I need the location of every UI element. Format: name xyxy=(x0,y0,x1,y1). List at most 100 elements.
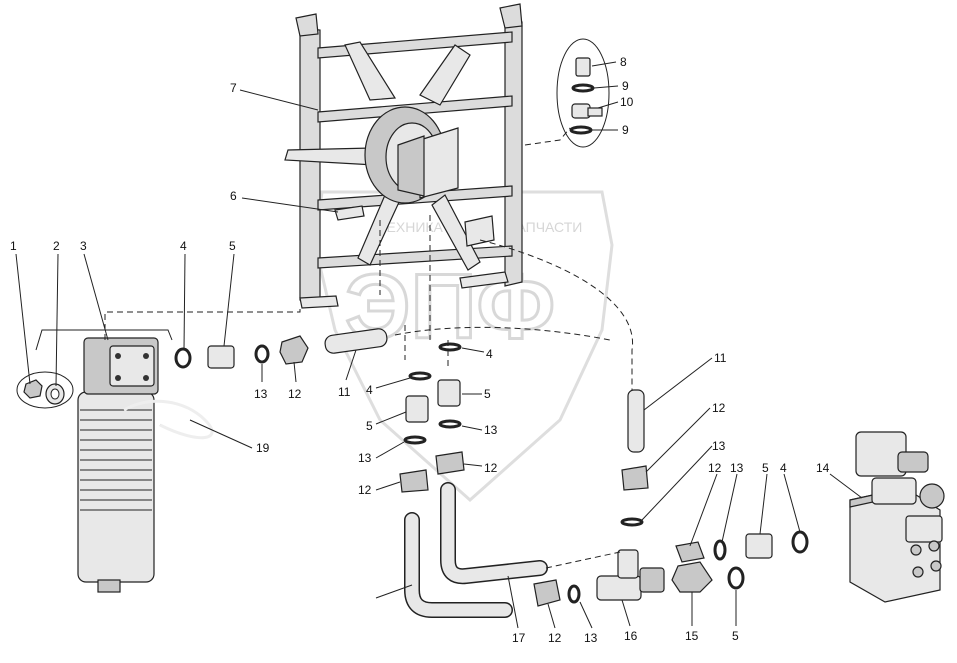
frame-bracket xyxy=(464,215,495,247)
callout-13-left: 13 xyxy=(254,387,268,401)
callout-7: 7 xyxy=(230,81,237,95)
fan-motor xyxy=(419,127,459,199)
callout-17: 17 xyxy=(512,631,526,645)
callout-12-center-right: 12 xyxy=(484,461,498,475)
frame-foot-right xyxy=(459,271,509,289)
callout-13-bottom: 13 xyxy=(584,631,598,645)
fan-blade-2 xyxy=(419,44,471,106)
valve-solenoid-mid xyxy=(871,477,917,505)
filter-wire-19-inner xyxy=(123,399,214,440)
bottom-row-fittings xyxy=(533,530,809,607)
callout-16: 16 xyxy=(624,629,638,643)
dash-bracket-to-right xyxy=(479,239,633,390)
callout-12-right: 12 xyxy=(712,401,726,415)
frame-left-post xyxy=(299,27,321,306)
callout-12-left: 12 xyxy=(288,387,302,401)
callout-4-center: 4 xyxy=(486,347,493,361)
callout-19: 19 xyxy=(256,441,270,455)
frame-foot-left xyxy=(299,295,339,309)
detail-oval-outline xyxy=(556,38,610,148)
callout-10: 10 xyxy=(620,95,634,109)
callout-15: 15 xyxy=(685,629,699,643)
callout-11-right: 11 xyxy=(714,351,727,365)
callout-14: 14 xyxy=(816,461,830,475)
right-column-fittings xyxy=(620,389,649,527)
leader-lines xyxy=(15,61,863,629)
part-1-nut xyxy=(23,379,43,399)
callout-13-center-right: 13 xyxy=(484,423,498,437)
part-9-washer-upper xyxy=(571,83,595,93)
callout-13-row: 13 xyxy=(730,461,744,475)
callout-5-center-right: 5 xyxy=(484,387,491,401)
valve-knob xyxy=(919,483,945,509)
frame-top-right-lug xyxy=(499,3,523,29)
part-12-nut-bottom xyxy=(533,579,561,607)
callout-3: 3 xyxy=(80,239,87,253)
part-9-washer-lower xyxy=(569,125,593,135)
part-12-nut-center-left xyxy=(399,469,429,493)
callout-labels: 1 2 3 4 5 13 12 19 7 6 8 9 10 9 11 4 4 5… xyxy=(10,55,830,645)
part-12-nut-center-right xyxy=(435,451,465,475)
callout-8: 8 xyxy=(620,55,627,69)
callout-11-center: 11 xyxy=(338,385,351,399)
dash-tube-to-right xyxy=(394,326,611,341)
valve-block-14 xyxy=(849,431,945,603)
valve-port-block xyxy=(905,515,943,543)
part-11-tube-center xyxy=(324,328,388,354)
fan-blade-1 xyxy=(344,41,397,101)
filter-bolt-1 xyxy=(115,353,121,359)
pipe-left-outline xyxy=(404,512,513,618)
watermark-right-text: ЗАПЧАСТИ xyxy=(508,219,582,235)
dash-frame-to-oval xyxy=(524,127,571,146)
callout-13-right: 13 xyxy=(712,439,726,453)
callout-4-center-2: 4 xyxy=(366,383,373,397)
part-13-ring-left xyxy=(254,344,270,364)
part-4-ring-row xyxy=(791,530,809,554)
callout-12-row: 12 xyxy=(708,461,722,475)
detail-oval-group xyxy=(556,38,610,148)
callout-4-row: 4 xyxy=(780,461,787,475)
filter-bolt-3 xyxy=(115,375,121,381)
center-fittings xyxy=(324,328,465,493)
watermark-shield xyxy=(313,190,614,503)
part-5-adapter-left xyxy=(207,345,235,369)
valve-port-3 xyxy=(912,566,924,578)
detail-oval-1-2 xyxy=(16,371,74,409)
part-5-adapter-center-left xyxy=(405,395,429,423)
bent-pipes xyxy=(404,482,548,618)
valve-solenoid-cap xyxy=(897,451,929,473)
part-5-ring-row xyxy=(727,566,745,590)
part-4-ring-left xyxy=(174,347,192,369)
pipe-17-fill xyxy=(441,483,547,583)
callout-5-left: 5 xyxy=(229,239,236,253)
pipe-left-fill xyxy=(405,513,512,617)
watermark-left-text: ТЕХНИКА xyxy=(378,219,444,235)
part-4-ring-center xyxy=(438,342,462,352)
valve-port-1 xyxy=(910,544,922,556)
filter-assembly xyxy=(77,337,214,593)
part-2-washer-hole xyxy=(50,388,60,400)
callout-6: 6 xyxy=(230,189,237,203)
part-16-tee-nut xyxy=(639,567,665,593)
part-10-banjo-tube xyxy=(587,107,603,117)
small-parts-1-2 xyxy=(16,371,74,409)
fan-frame-assembly xyxy=(284,3,523,309)
fan-blade-3 xyxy=(284,147,376,166)
filter-ribs xyxy=(80,409,152,511)
part-5-adapter-center-right xyxy=(437,379,461,407)
callout-1: 1 xyxy=(10,239,17,253)
callout-12-bottom: 12 xyxy=(548,631,562,645)
part-12-nut-right xyxy=(621,465,649,491)
dash-pipe-to-tee xyxy=(545,551,621,569)
callout-2: 2 xyxy=(53,239,60,253)
part-16-tee-stem xyxy=(617,549,639,579)
left-row-fittings xyxy=(174,335,309,369)
callout-9-lower: 9 xyxy=(622,123,629,137)
part-10-banjo xyxy=(571,103,591,119)
part-13-ring-bottom xyxy=(567,584,581,604)
callout-13-center-left: 13 xyxy=(358,451,372,465)
filter-drain-plug xyxy=(97,579,121,593)
dash-filter-to-frame xyxy=(104,308,301,340)
part-4-ring-center-2 xyxy=(408,371,432,381)
